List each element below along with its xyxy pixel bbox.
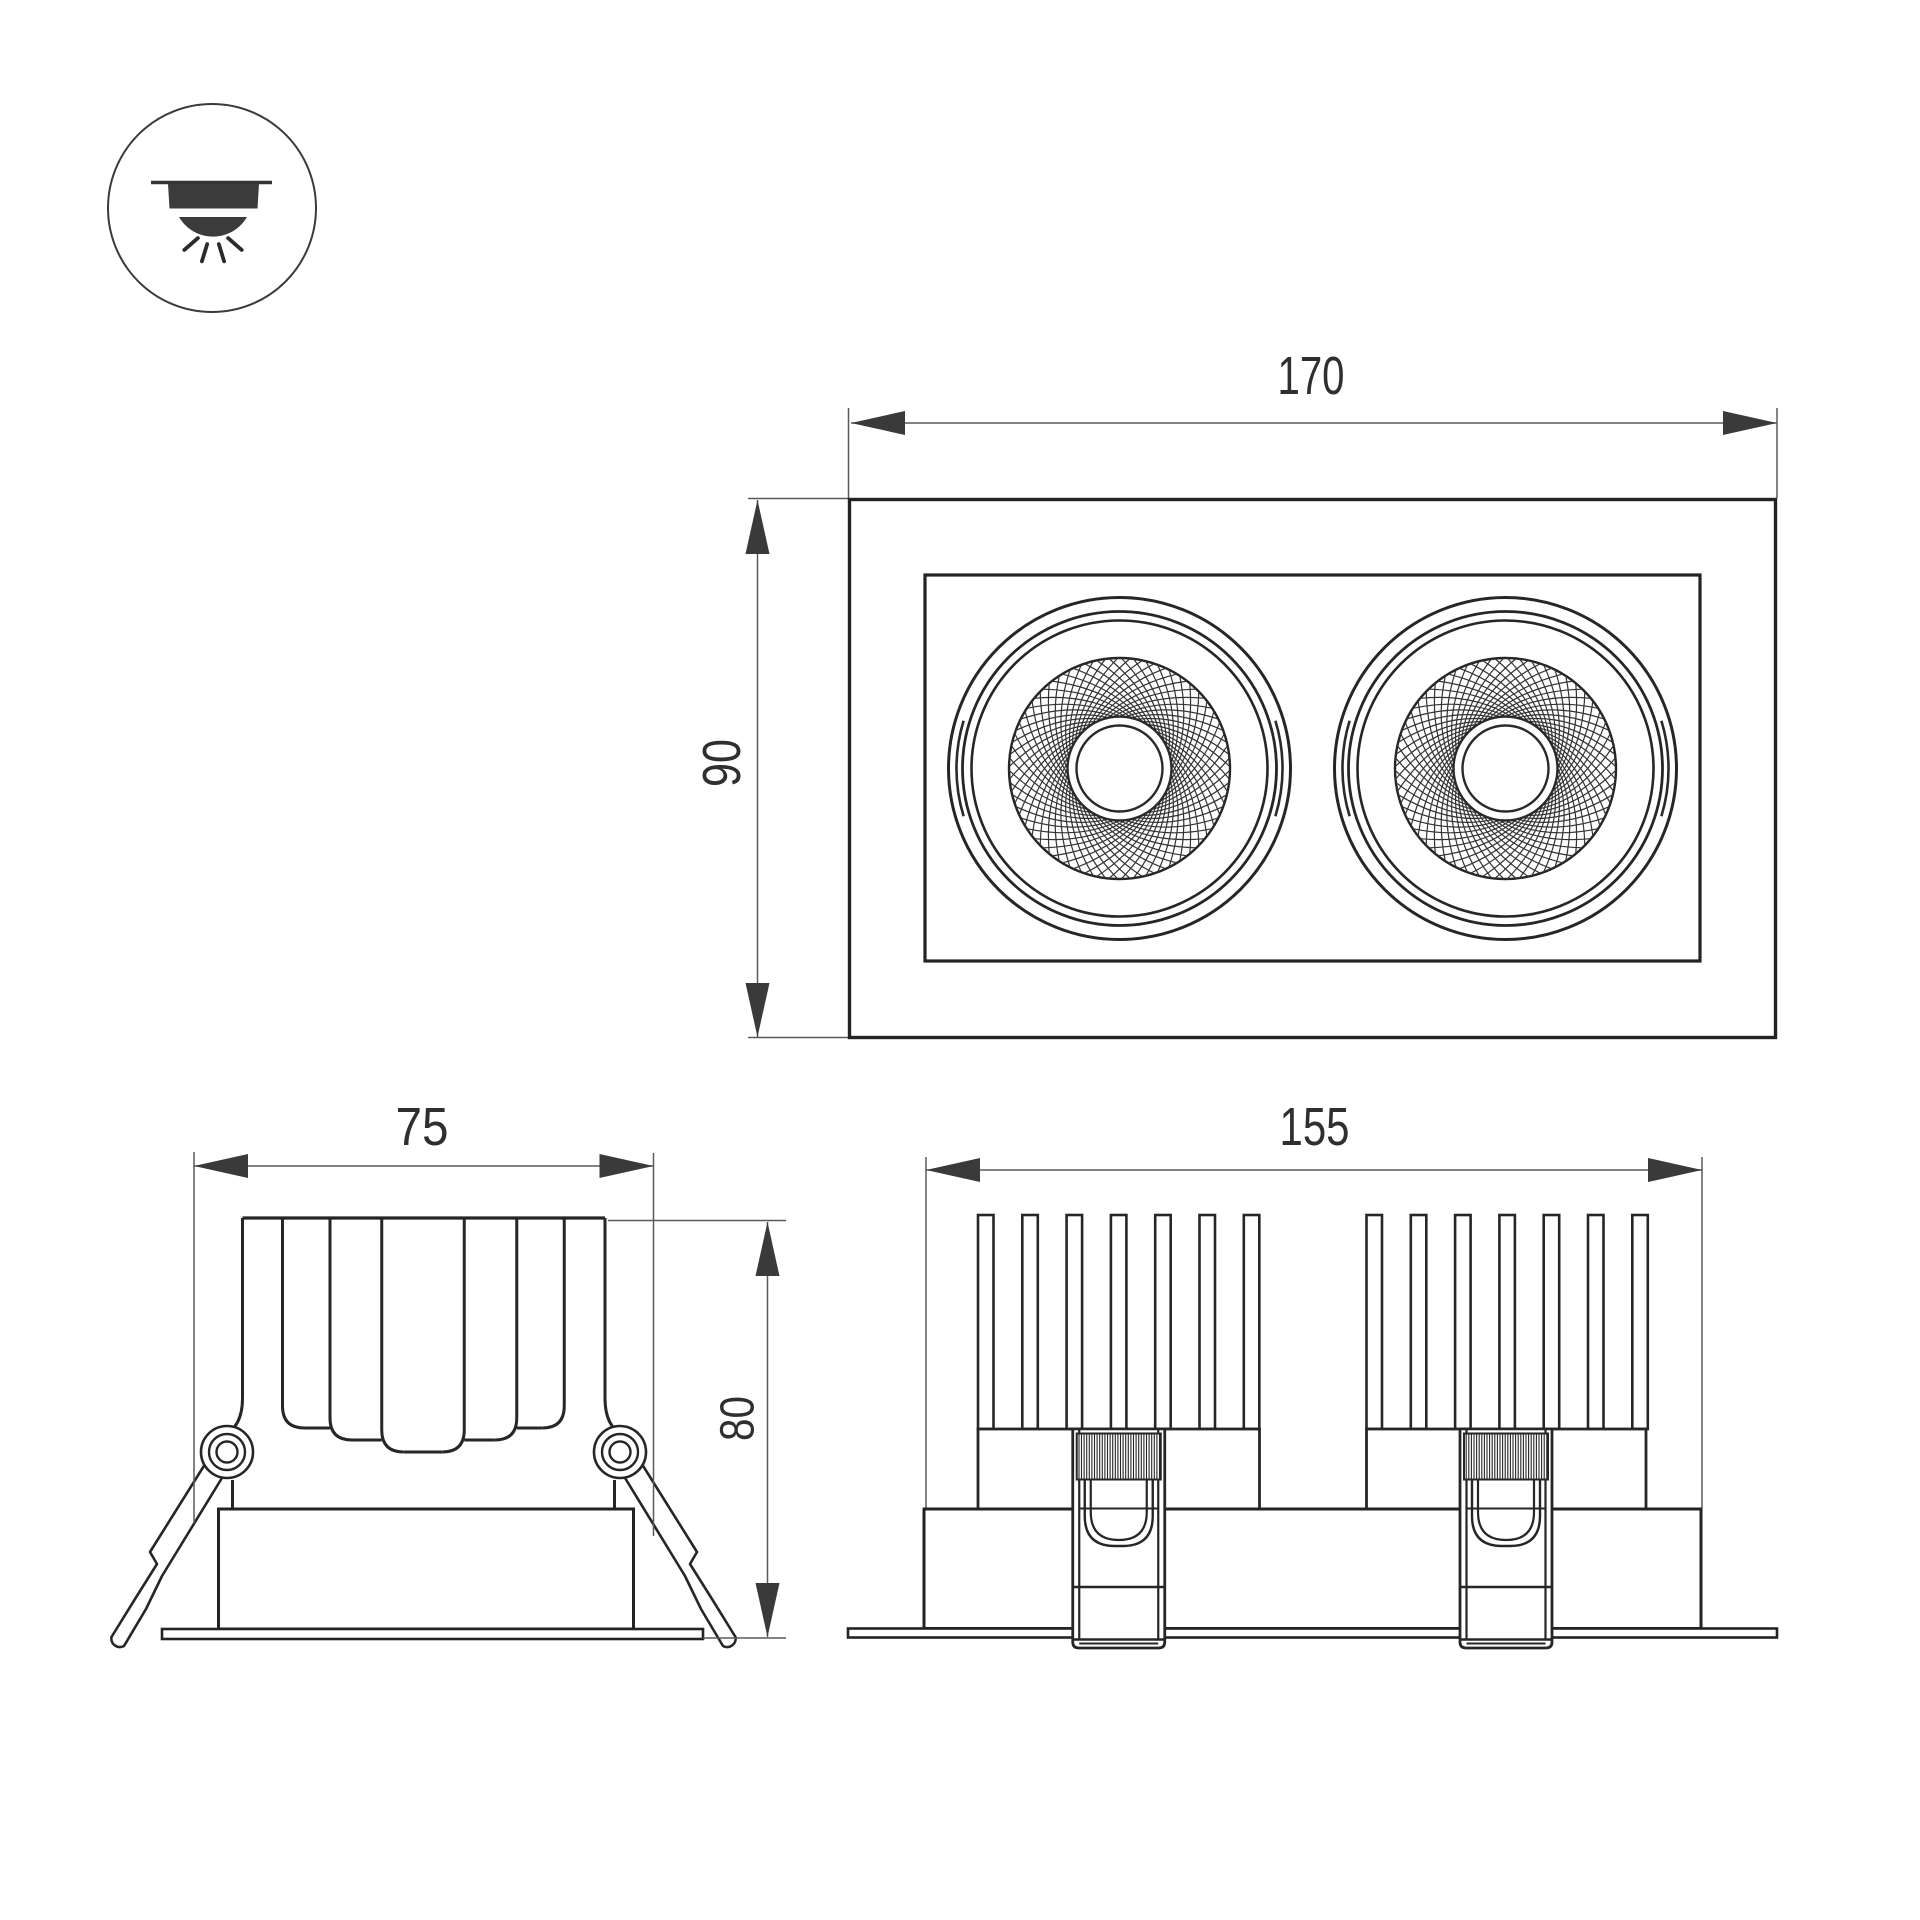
svg-text:80: 80 (712, 1396, 765, 1441)
svg-text:170: 170 (1278, 346, 1345, 406)
svg-text:75: 75 (396, 1097, 449, 1157)
svg-text:90: 90 (692, 739, 752, 787)
svg-text:155: 155 (1280, 1097, 1350, 1157)
